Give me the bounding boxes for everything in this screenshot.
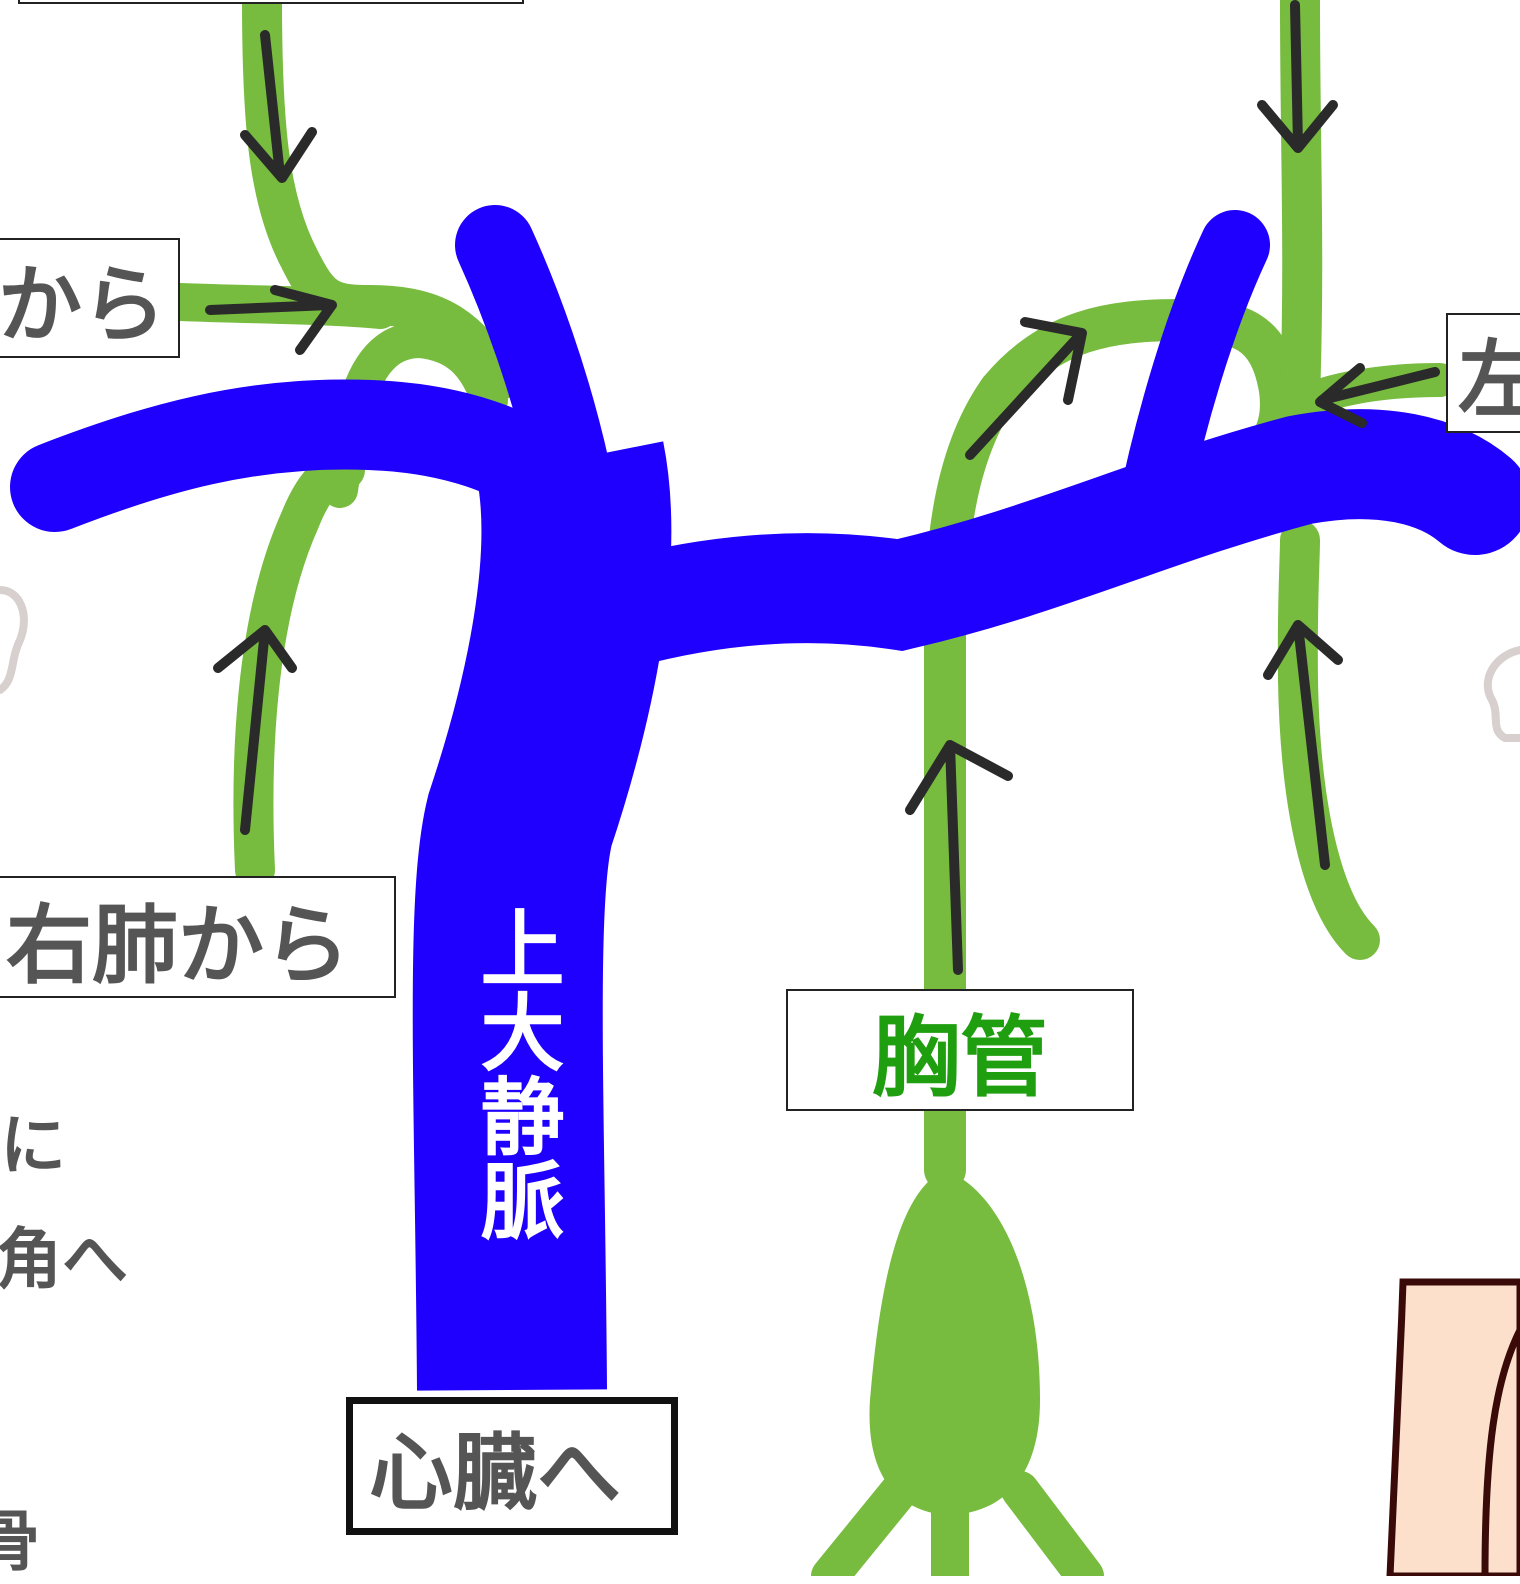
left-lower-lymph-vessel [1277, 520, 1380, 960]
cisterna-chyli [869, 1170, 1040, 1515]
label-thoracic-duct: 胸管 [786, 989, 1134, 1111]
label-left-cut: 左 [1446, 313, 1520, 433]
cisterna-branch-right [1001, 1471, 1104, 1576]
top-left-box-edge [18, 0, 524, 4]
label-to-heart-text: 心臓へ [369, 1423, 622, 1522]
right-jugular-vein [455, 205, 610, 510]
side-text-3: 骨 [0, 1503, 40, 1580]
label-right-lung-from: 右肺から [0, 876, 396, 998]
cisterna-branch-left [811, 1471, 919, 1576]
arrow-up-right-thoracic-upper [965, 317, 1087, 460]
arrow-up-right-lung [213, 625, 297, 835]
arrow-down-left-upper [1257, 0, 1338, 153]
label-right-lung-from-text: 右肺から [6, 895, 350, 996]
label-superior-vena-cava: 上大静脈 [467, 905, 565, 1241]
arrow-left-from-right [1315, 363, 1440, 428]
side-text-2: 角へ [0, 1221, 128, 1298]
label-left-cut-text: 左 [1458, 315, 1520, 431]
partial-outline-right [1483, 646, 1520, 742]
flow-arrows [205, 0, 1440, 975]
label-top-left-from-text: から [0, 255, 167, 354]
side-text-1: に [0, 1107, 66, 1184]
partial-figure-bottom-right [1386, 1278, 1520, 1576]
left-jugular-vein [1115, 210, 1270, 555]
arrow-up-thoracic [905, 740, 1013, 975]
arrow-right-from-left [205, 285, 337, 355]
partial-figure-inner-line [1481, 1328, 1520, 1576]
arrow-down-right-upper [240, 30, 317, 183]
right-lung-lymph-vessel [233, 450, 365, 890]
right-subclavian-vein [10, 379, 605, 535]
left-brachiocephalic-vein [545, 409, 1520, 675]
thoracic-duct-vessel [923, 298, 1302, 1191]
label-thoracic-duct-text: 胸管 [871, 1005, 1048, 1109]
partial-outline-left [0, 586, 28, 694]
label-to-heart: 心臓へ [346, 1397, 678, 1535]
arrow-up-left-lower [1263, 620, 1343, 870]
label-top-left-from: から [0, 238, 180, 358]
